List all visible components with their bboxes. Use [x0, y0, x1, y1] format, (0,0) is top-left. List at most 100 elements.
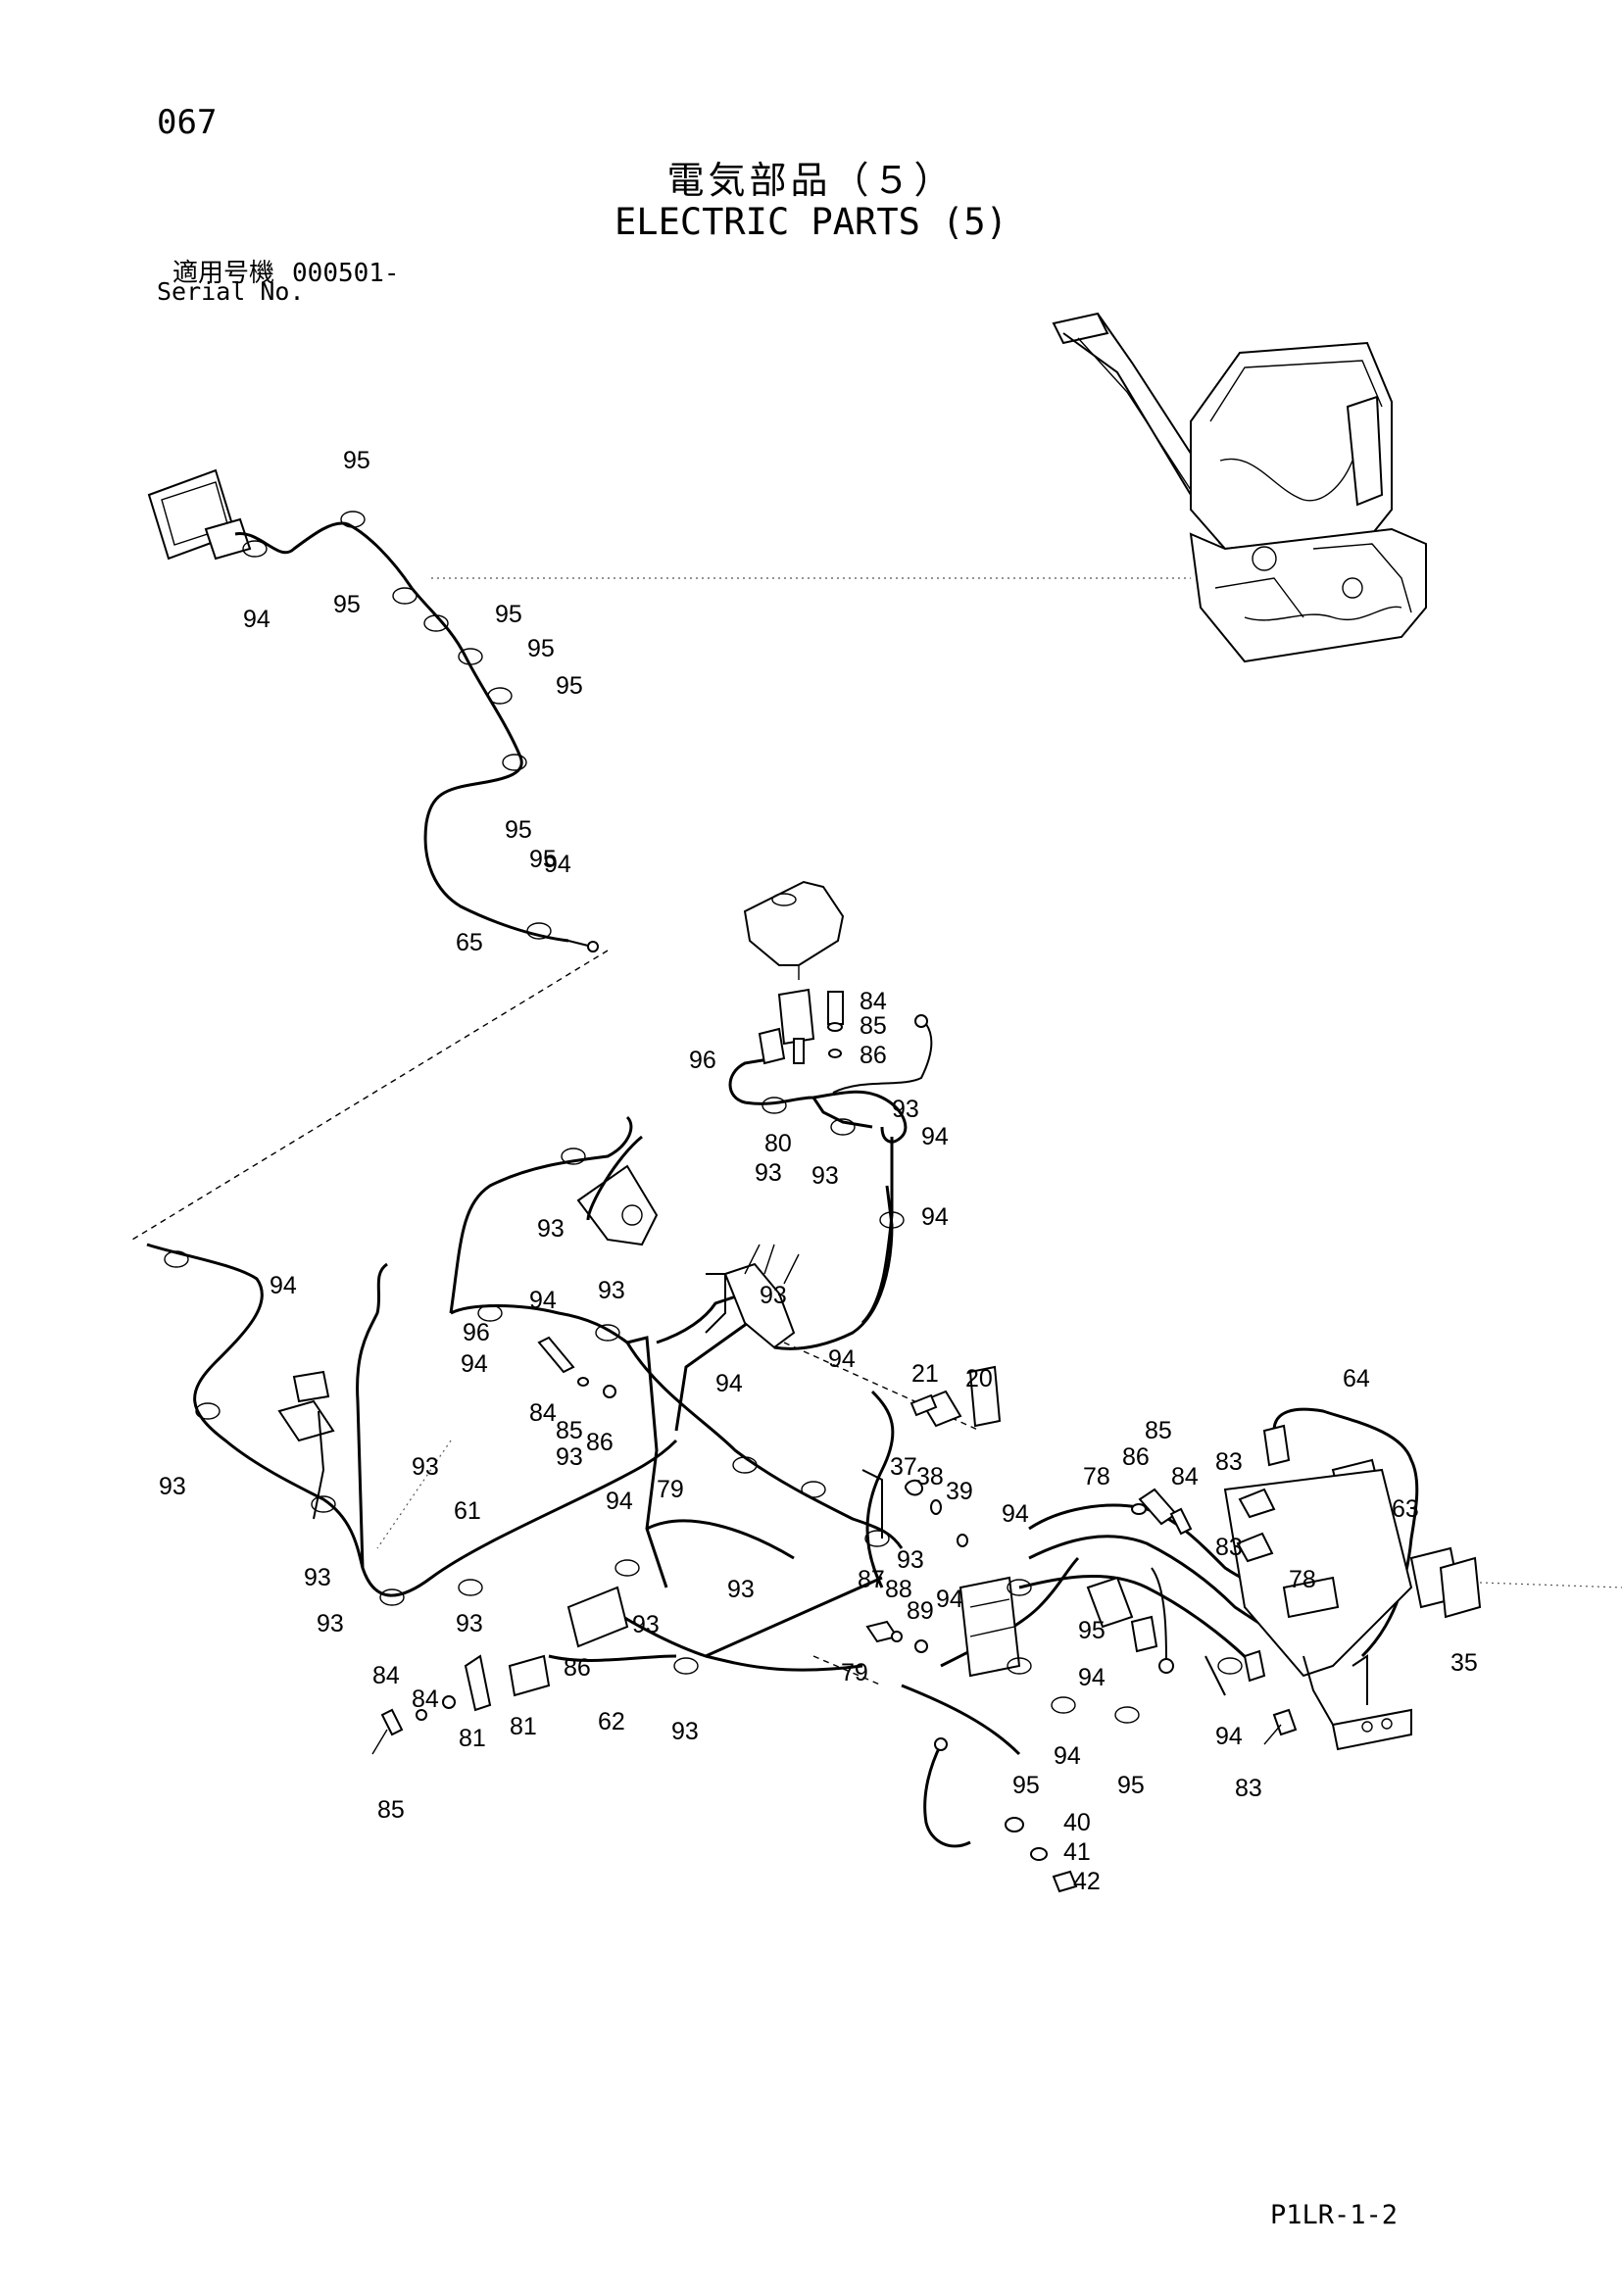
callout-84: 84 [372, 1662, 400, 1689]
callout-84: 84 [860, 988, 887, 1015]
callout-93: 93 [760, 1282, 787, 1309]
callout-94: 94 [1002, 1500, 1029, 1528]
callout-42: 42 [1073, 1868, 1101, 1895]
callout-95: 95 [505, 816, 532, 844]
dotted-leader-93 [376, 1440, 452, 1549]
callout-93: 93 [671, 1718, 699, 1745]
page-code: P1LR-1-2 [1270, 2200, 1399, 2230]
callout-61: 61 [454, 1497, 481, 1525]
callout-95: 95 [1078, 1617, 1106, 1644]
callout-95: 95 [1117, 1772, 1145, 1799]
callout-85: 85 [556, 1417, 583, 1444]
callout-94: 94 [243, 606, 270, 633]
callout-94: 94 [1078, 1664, 1106, 1691]
leader-79 [812, 1655, 883, 1686]
callout-93: 93 [892, 1096, 919, 1123]
callout-93: 93 [412, 1453, 439, 1481]
callout-95: 95 [1012, 1772, 1040, 1799]
serial-label-jp-text: 適用号機 [172, 259, 275, 288]
callout-86: 86 [564, 1654, 591, 1682]
callout-41: 41 [1063, 1838, 1091, 1866]
callout-96: 96 [463, 1319, 490, 1346]
callout-95: 95 [343, 447, 370, 474]
main-harness-illustration [146, 1115, 904, 1672]
leader-bracket-20 [783, 1342, 981, 1432]
callout-95: 95 [529, 846, 557, 873]
callout-20: 20 [965, 1365, 993, 1392]
callout-37: 37 [890, 1453, 917, 1481]
callout-94: 94 [1054, 1742, 1081, 1770]
callout-80: 80 [764, 1130, 792, 1157]
callout-86: 86 [586, 1429, 614, 1456]
callout-93: 93 [159, 1473, 186, 1500]
callout-94: 94 [461, 1350, 488, 1378]
callout-93: 93 [304, 1564, 331, 1591]
callout-93: 93 [727, 1576, 755, 1603]
callout-81: 81 [510, 1713, 537, 1740]
callout-87: 87 [858, 1566, 885, 1593]
callout-65: 65 [456, 929, 483, 956]
callout-88: 88 [885, 1576, 912, 1603]
callout-94: 94 [544, 851, 571, 878]
serial-value: 000501- [292, 259, 400, 288]
callout-95: 95 [556, 672, 583, 700]
callout-39: 39 [946, 1478, 973, 1505]
callout-94: 94 [715, 1370, 743, 1397]
callout-63: 63 [1392, 1495, 1419, 1523]
callout-85: 85 [377, 1796, 405, 1824]
callout-93: 93 [632, 1611, 660, 1638]
callout-89: 89 [907, 1597, 934, 1625]
callout-83: 83 [1215, 1448, 1243, 1476]
callout-93: 93 [755, 1159, 782, 1187]
callout-93: 93 [598, 1277, 625, 1304]
callout-79: 79 [657, 1476, 684, 1503]
callout-79: 79 [841, 1659, 868, 1686]
callout-83: 83 [1235, 1775, 1262, 1802]
callout-64: 64 [1343, 1365, 1370, 1392]
right-harness-illustration [901, 1407, 1482, 1848]
callout-93: 93 [456, 1610, 483, 1637]
callout-93: 93 [556, 1443, 583, 1471]
callout-84: 84 [529, 1399, 557, 1427]
callout-21: 21 [911, 1360, 939, 1388]
callout-38: 38 [916, 1463, 944, 1490]
callout-93: 93 [811, 1162, 839, 1190]
callout-93: 93 [897, 1546, 924, 1574]
callout-83: 83 [1215, 1534, 1243, 1561]
serial-label-english: Serial No. [157, 277, 305, 306]
clamps [164, 511, 1243, 1724]
callout-94: 94 [828, 1345, 856, 1373]
callout-78: 78 [1083, 1463, 1110, 1490]
callout-86: 86 [860, 1042, 887, 1069]
callout-94: 94 [1215, 1723, 1243, 1750]
callout-84: 84 [1171, 1463, 1199, 1490]
page-number: 067 [157, 103, 218, 142]
reference-leader-line-right [1479, 1582, 1622, 1588]
page-title-japanese: 電気部品（５） [666, 159, 956, 202]
callout-96: 96 [689, 1047, 716, 1074]
excavator-overview-illustration [1052, 312, 1427, 663]
callout-40: 40 [1063, 1809, 1091, 1836]
callout-94: 94 [921, 1203, 949, 1231]
key-switch-illustration [728, 880, 933, 1325]
callout-94: 94 [270, 1272, 297, 1299]
callout-93: 93 [537, 1215, 565, 1243]
harness-65-illustration [147, 468, 599, 953]
callout-86: 86 [1122, 1443, 1150, 1471]
callout-85: 85 [860, 1012, 887, 1040]
callout-94: 94 [921, 1123, 949, 1150]
callout-95: 95 [495, 601, 522, 628]
callout-35: 35 [1450, 1649, 1478, 1677]
serial-label-japanese: 適用号機 000501- [172, 253, 400, 289]
callout-85: 85 [1145, 1417, 1172, 1444]
callout-94: 94 [936, 1586, 963, 1613]
fasteners [371, 991, 1298, 1893]
callout-93: 93 [317, 1610, 344, 1637]
callout-62: 62 [598, 1708, 625, 1735]
callout-95: 95 [527, 635, 555, 662]
page-title-english: ELECTRIC PARTS (5) [614, 201, 1008, 243]
callout-94: 94 [529, 1287, 557, 1314]
callout-78: 78 [1289, 1566, 1316, 1593]
